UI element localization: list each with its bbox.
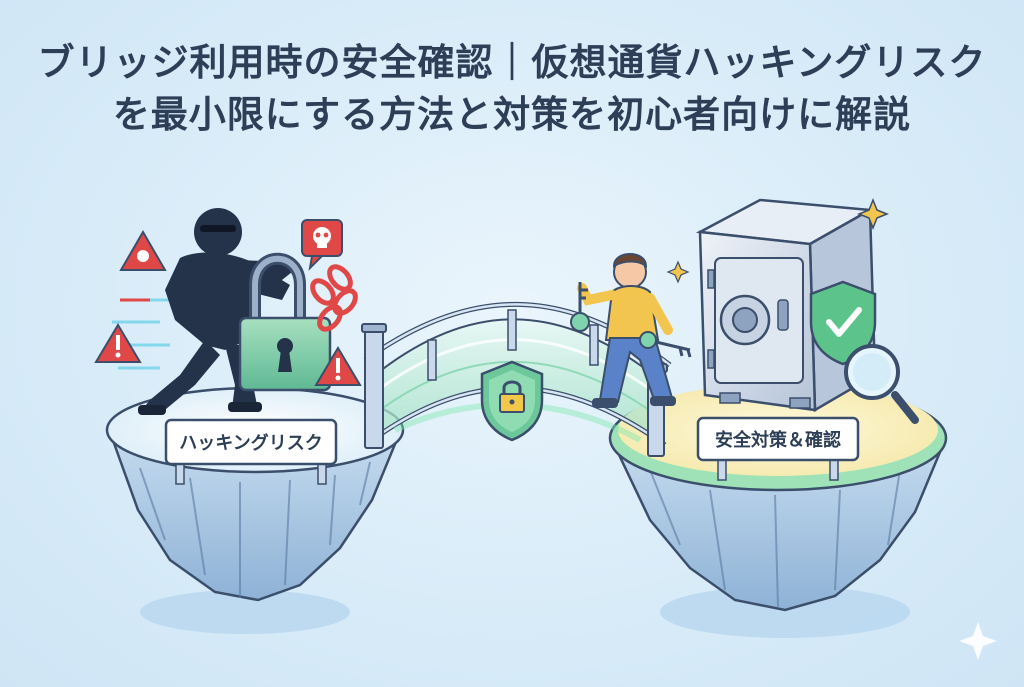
shield-lock-icon <box>480 360 544 442</box>
magnifier-icon <box>844 344 919 424</box>
right-island-shadow <box>660 586 910 638</box>
page-title-line-2: を最小限にする方法と対策を初心者向けに解説 <box>112 93 912 136</box>
sparkle-icon <box>856 197 890 231</box>
page-title-line-1: ブリッジ利用時の安全確認｜仮想通貨ハッキングリスク <box>37 41 987 84</box>
sparkle-icon <box>959 622 997 660</box>
broken-chain-icon <box>310 264 358 332</box>
left-sign-label: ハッキングリスク <box>179 432 322 454</box>
shield-check-icon <box>809 280 877 366</box>
left-island-shadow <box>140 590 350 634</box>
right-sign: 安全対策＆確認 <box>696 416 860 481</box>
vault-safe <box>695 198 877 413</box>
warning-triangle-icon <box>314 346 362 386</box>
left-sign: ハッキングリスク <box>164 418 338 485</box>
person-with-key <box>570 253 692 408</box>
sparkle-icon <box>666 260 690 284</box>
warning-triangle-icon <box>119 230 167 271</box>
padlock-icon <box>238 252 332 392</box>
skull-icon <box>301 219 343 271</box>
right-sign-label: 安全対策＆確認 <box>715 429 841 451</box>
warning-triangle-icon <box>94 323 142 363</box>
